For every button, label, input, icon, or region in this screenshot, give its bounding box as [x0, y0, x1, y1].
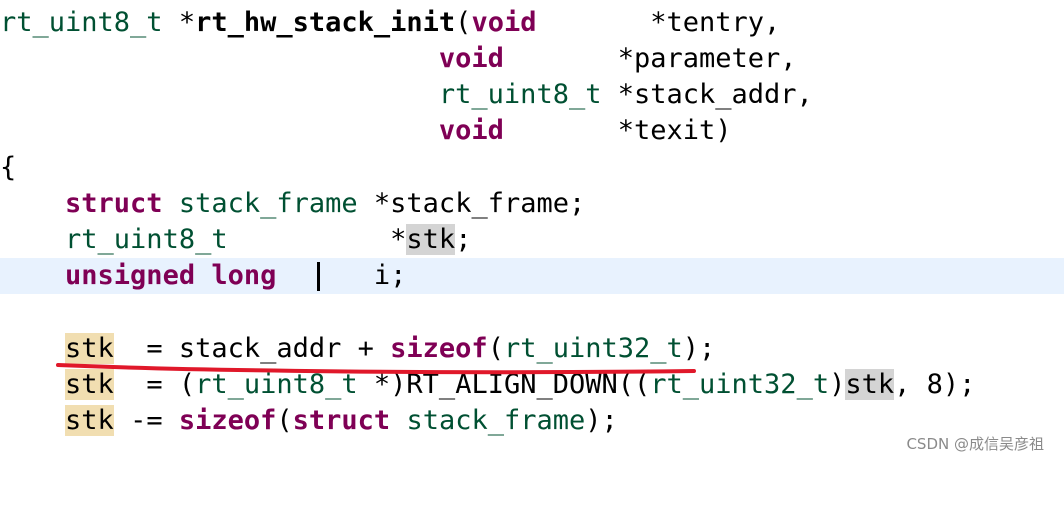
param-name: *tentry, — [650, 7, 781, 38]
code-line-10: stk = stack_addr + sizeof(rt_uint32_t); — [65, 333, 716, 364]
code-line-6: struct stack_frame *stack_frame; — [65, 188, 586, 219]
code-line-3: rt_uint8_t *stack_addr, — [0, 77, 1064, 113]
return-type: rt_uint8_t — [0, 7, 163, 38]
keyword-sizeof: sizeof — [390, 333, 488, 364]
code-line-11: stk = (rt_uint8_t *)RT_ALIGN_DOWN((rt_ui… — [65, 369, 976, 400]
code-line-2: void *parameter, — [0, 41, 1064, 77]
code-line-7: rt_uint8_t *stk; — [65, 224, 472, 255]
watermark: CSDN @成信吴彦祖 — [906, 435, 1044, 453]
type-name: rt_uint32_t — [503, 333, 683, 364]
open-brace: { — [0, 152, 17, 183]
param-type: void — [438, 115, 504, 146]
occurrence-highlight: stk — [406, 224, 456, 255]
param-name: *parameter, — [617, 43, 797, 74]
occurrence-highlight: stk — [845, 369, 895, 400]
param-name: *texit) — [617, 115, 732, 146]
param-type: void — [438, 43, 504, 74]
param-name: *stack_addr, — [617, 79, 813, 110]
text-cursor — [317, 262, 320, 291]
param-type: void — [471, 7, 537, 38]
function-name: rt_hw_stack_init — [195, 7, 456, 38]
keyword-unsigned-long: unsigned long — [65, 260, 277, 291]
type-name: rt_uint8_t — [195, 369, 358, 400]
keyword-sizeof: sizeof — [178, 405, 277, 436]
type-name: stack_frame — [178, 188, 358, 219]
type-name: stack_frame — [406, 405, 586, 436]
keyword-struct: struct — [65, 188, 163, 219]
write-occurrence-highlight: stk — [65, 333, 114, 364]
param-type: rt_uint8_t — [438, 79, 602, 110]
current-line: unsigned long i; — [0, 258, 1064, 294]
code-line-5: { — [0, 150, 1064, 186]
write-occurrence-highlight: stk — [65, 405, 114, 436]
code-line-12: stk -= sizeof(struct stack_frame); — [65, 405, 618, 436]
type-name: rt_uint8_t — [65, 224, 228, 255]
code-line-4: void *texit) — [0, 113, 1064, 149]
write-occurrence-highlight: stk — [65, 369, 114, 400]
keyword-struct: struct — [292, 405, 391, 436]
code-editor[interactable]: rt_uint8_t *rt_hw_stack_init(void *tentr… — [0, 0, 1064, 464]
type-name: rt_uint32_t — [650, 369, 830, 400]
code-line-1: rt_uint8_t *rt_hw_stack_init(void *tentr… — [0, 7, 781, 38]
